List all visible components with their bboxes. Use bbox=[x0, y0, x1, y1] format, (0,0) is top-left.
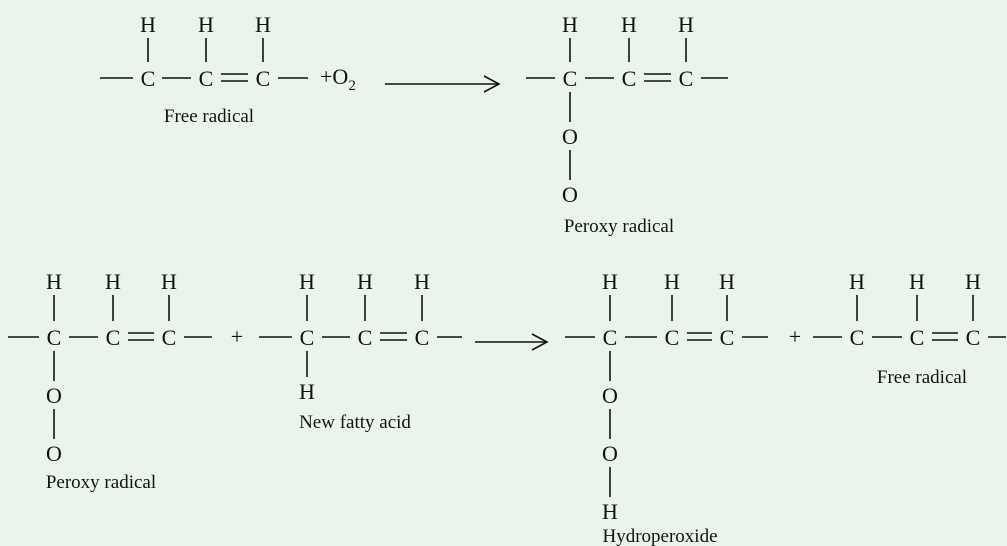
hydrogen-atom: H bbox=[198, 12, 214, 37]
hydrogen-atom: H bbox=[161, 269, 177, 294]
oxygen-atom: O bbox=[602, 441, 618, 466]
peroxy-radical-label: Peroxy radical bbox=[46, 472, 156, 493]
carbon-atom: C bbox=[850, 325, 865, 350]
free-radical-label: Free radical bbox=[877, 367, 967, 388]
hydroperoxide-structure: H H H C C C O O H Hydroperoxide bbox=[565, 269, 768, 546]
carbon-atom: C bbox=[720, 325, 735, 350]
carbon-atom: C bbox=[256, 66, 271, 91]
carbon-atom: C bbox=[679, 66, 694, 91]
oxygen-reagent: +O2 bbox=[320, 64, 356, 94]
oxygen-symbol: O bbox=[332, 64, 348, 89]
hydrogen-atom: H bbox=[719, 269, 735, 294]
free-radical-structure-1: H H H C C C Free radical bbox=[100, 12, 308, 127]
peroxy-radical-label: Peroxy radical bbox=[564, 216, 674, 237]
carbon-atom: C bbox=[47, 325, 62, 350]
hydrogen-atom: H bbox=[357, 269, 373, 294]
carbon-atom: C bbox=[162, 325, 177, 350]
plus-sign: + bbox=[231, 324, 243, 349]
peroxy-radical-structure-2: H H H C C C O O Peroxy radical bbox=[8, 269, 212, 493]
new-fatty-acid-structure: H H H C C C H New fatty acid bbox=[259, 269, 462, 433]
oxygen-atom: O bbox=[46, 441, 62, 466]
hydrogen-atom: H bbox=[299, 379, 315, 404]
plus-sign: + bbox=[789, 324, 801, 349]
oxygen-atom: O bbox=[46, 383, 62, 408]
hydrogen-atom: H bbox=[140, 12, 156, 37]
carbon-atom: C bbox=[603, 325, 618, 350]
carbon-atom: C bbox=[622, 66, 637, 91]
hydroperoxide-label: Hydroperoxide bbox=[602, 526, 717, 546]
carbon-atom: C bbox=[300, 325, 315, 350]
oxygen-atom: O bbox=[602, 383, 618, 408]
hydrogen-atom: H bbox=[299, 269, 315, 294]
carbon-atom: C bbox=[141, 66, 156, 91]
oxygen-atom: O bbox=[562, 182, 578, 207]
carbon-atom: C bbox=[966, 325, 981, 350]
carbon-atom: C bbox=[665, 325, 680, 350]
carbon-atom: C bbox=[415, 325, 430, 350]
carbon-atom: C bbox=[106, 325, 121, 350]
reaction-arrow-2 bbox=[475, 333, 549, 351]
free-radical-label: Free radical bbox=[164, 106, 254, 127]
hydrogen-atom: H bbox=[562, 12, 578, 37]
hydrogen-atom: H bbox=[602, 269, 618, 294]
hydrogen-atom: H bbox=[602, 499, 618, 524]
carbon-atom: C bbox=[358, 325, 373, 350]
oxygen-atom: O bbox=[562, 124, 578, 149]
hydrogen-atom: H bbox=[664, 269, 680, 294]
new-fatty-acid-label: New fatty acid bbox=[299, 412, 411, 433]
hydrogen-atom: H bbox=[105, 269, 121, 294]
hydrogen-atom: H bbox=[621, 12, 637, 37]
plus-sign: + bbox=[320, 64, 332, 89]
carbon-atom: C bbox=[910, 325, 925, 350]
hydrogen-atom: H bbox=[965, 269, 981, 294]
hydrogen-atom: H bbox=[255, 12, 271, 37]
carbon-atom: C bbox=[563, 66, 578, 91]
reaction-arrow-1 bbox=[385, 75, 501, 93]
carbon-atom: C bbox=[199, 66, 214, 91]
hydrogen-atom: H bbox=[46, 269, 62, 294]
hydrogen-atom: H bbox=[849, 269, 865, 294]
hydrogen-atom: H bbox=[909, 269, 925, 294]
hydrogen-atom: H bbox=[414, 269, 430, 294]
oxygen-subscript: 2 bbox=[348, 78, 356, 94]
hydrogen-atom: H bbox=[678, 12, 694, 37]
free-radical-structure-2: H H H C C C Free radical bbox=[813, 269, 1006, 388]
peroxy-radical-structure-1: H H H C C C O O Peroxy radical bbox=[526, 12, 728, 237]
